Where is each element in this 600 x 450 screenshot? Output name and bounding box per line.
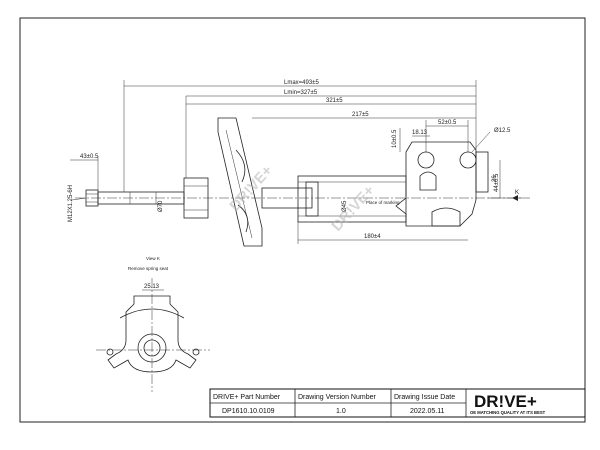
dimension-lines [70, 80, 530, 244]
title-block [209, 388, 586, 418]
header-issue-date: Drawing Issue Date [394, 394, 455, 401]
dim-26: 26 [492, 175, 498, 182]
shock-absorber-side-view [75, 117, 522, 247]
dim-43: 43±0.5 [80, 154, 99, 160]
view-k-subtitle: Remove spring seat [128, 266, 169, 271]
dim-45: Ø45 [342, 200, 348, 212]
brand-logo-text: DR!VE+ [474, 392, 537, 411]
dim-10: 10±0.5 [392, 129, 398, 148]
place-of-marking: Place of marking [366, 200, 400, 205]
watermark-2: DR!VE+ [328, 182, 378, 235]
dim-217: 217±5 [352, 112, 369, 118]
k-label: K [515, 190, 519, 196]
dim-25: 25.13 [144, 284, 160, 290]
view-k-section [96, 278, 210, 392]
dim-52: 52±0.5 [438, 120, 457, 126]
dim-321: 321±5 [326, 98, 343, 104]
dim-44: 44±0.5 [494, 173, 500, 192]
dim-lmax: Lmax=493±5 [284, 80, 319, 86]
view-k-title: View K [146, 256, 160, 261]
sheet-border [19, 17, 586, 423]
dim-12: Ø12.5 [494, 128, 511, 134]
drive-plus-logo: DR!VE+ OE MATCHING QUALITY AT ITS BEST [470, 392, 546, 415]
dim-70: Ø70 [158, 200, 164, 212]
value-drawing-version: 1.0 [336, 408, 346, 415]
dim-thread: M12X1.25-6H [68, 185, 74, 222]
brand-slogan: OE MATCHING QUALITY AT ITS BEST [470, 410, 546, 415]
header-part-number: DRIVE+ Part Number [213, 394, 281, 401]
dim-lmin: Lmin=327±5 [284, 90, 318, 96]
value-part-number: DP1610.10.0109 [222, 408, 275, 415]
header-drawing-version: Drawing Version Number [298, 394, 376, 401]
value-issue-date: 2022.05.11 [410, 408, 445, 415]
dim-18: 18.13 [412, 130, 428, 136]
dim-180: 180±4 [364, 234, 381, 240]
